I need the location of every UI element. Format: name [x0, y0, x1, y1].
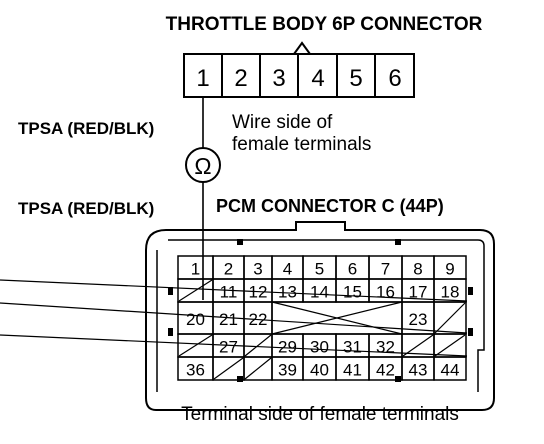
pcm-terminal-4: 4: [283, 260, 292, 279]
pcm-terminal-43: 43: [409, 361, 428, 380]
pcm-empty-cavity-slash: [178, 334, 213, 357]
throttle-terminal-1: 1: [196, 65, 209, 92]
terminal-side-note: Terminal side of female terminals: [181, 404, 459, 425]
pcm-terminal-40: 40: [310, 361, 329, 380]
tpsa-wire-label-lower: TPSA (RED/BLK): [18, 199, 154, 218]
pcm-terminal-8: 8: [413, 260, 422, 279]
throttle-terminal-2: 2: [234, 65, 247, 92]
pcm-terminal-11: 11: [220, 283, 238, 302]
pcm-terminal-1: 1: [191, 260, 200, 279]
pcm-side-mark: [168, 328, 173, 336]
pcm-terminal-39: 39: [278, 361, 297, 380]
tpsa-wire-label-upper: TPSA (RED/BLK): [18, 119, 154, 138]
pcm-latch-mark: [395, 376, 401, 382]
pcm-empty-cavity-slash: [402, 334, 434, 357]
pcm-terminal-17: 17: [409, 283, 428, 302]
pcm-terminal-7: 7: [381, 260, 390, 279]
pcm-terminal-16: 16: [376, 283, 395, 302]
pcm-connector-shell: [145, 221, 495, 411]
pcm-latch-mark: [395, 239, 401, 245]
pcm-latch-mark: [237, 376, 243, 382]
pcm-cell: [433, 356, 467, 381]
pcm-terminal-20: 20: [186, 310, 205, 329]
throttle-terminal-6: 6: [388, 65, 401, 92]
throttle-connector-key: [293, 41, 311, 55]
pcm-blocked-cross: [271, 301, 403, 335]
pcm-terminal-29: 29: [278, 338, 297, 357]
throttle-terminal-3: 3: [272, 65, 285, 92]
pcm-terminal-grid: 1234567891112131415161718202122232729303…: [0, 255, 468, 381]
pcm-empty-cavity-slash: [213, 357, 244, 380]
pcm-terminal-23: 23: [409, 310, 428, 329]
pcm-empty-cavity-slash: [0, 279, 468, 302]
pcm-connector: 1234567891112131415161718202122232729303…: [0, 221, 495, 411]
pcm-empty-cavity-slash: [434, 334, 466, 357]
pcm-terminal-15: 15: [343, 283, 362, 302]
pcm-terminal-13: 13: [278, 283, 297, 302]
pcm-side-mark: [468, 328, 473, 336]
pcm-terminal-21: 21: [219, 310, 238, 329]
pcm-terminal-2: 2: [224, 260, 233, 279]
wire-side-note-line1: Wire side of: [232, 112, 333, 133]
pcm-terminal-9: 9: [445, 260, 454, 279]
pcm-empty-cavity-slash: [434, 302, 466, 334]
pcm-terminal-5: 5: [315, 260, 324, 279]
pcm-terminal-3: 3: [253, 260, 262, 279]
ohm-symbol: Ω: [194, 153, 211, 179]
pcm-terminal-31: 31: [343, 338, 362, 357]
pcm-terminal-42: 42: [376, 361, 395, 380]
pcm-terminal-32: 32: [376, 338, 395, 357]
pcm-terminal-6: 6: [348, 260, 357, 279]
throttle-terminal-5: 5: [349, 65, 362, 92]
throttle-connector-title: THROTTLE BODY 6P CONNECTOR: [166, 14, 483, 35]
throttle-terminal-4: 4: [311, 65, 324, 92]
pcm-terminal-14: 14: [310, 283, 329, 302]
pcm-terminal-41: 41: [343, 361, 362, 380]
pcm-side-mark: [168, 287, 173, 295]
pcm-terminal-30: 30: [310, 338, 329, 357]
pcm-empty-cavity-slash: [0, 334, 468, 357]
pcm-connector-title: PCM CONNECTOR C (44P): [216, 196, 444, 216]
pcm-empty-cavity-slash: [0, 302, 468, 334]
pcm-side-mark: [468, 287, 473, 295]
pcm-terminal-36: 36: [186, 361, 205, 380]
pcm-terminal-27: 27: [219, 338, 238, 357]
pcm-empty-cavity-slash: [178, 279, 213, 302]
pcm-terminal-44: 44: [441, 361, 460, 380]
pcm-terminal-18: 18: [441, 283, 460, 302]
pcm-empty-cavity-slash: [244, 357, 272, 380]
pcm-connector-inner-line: [168, 239, 485, 392]
pcm-latch-mark: [237, 239, 243, 245]
pcm-empty-cavity-slash: [244, 334, 272, 357]
wire-side-note-line2: female terminals: [232, 134, 371, 155]
